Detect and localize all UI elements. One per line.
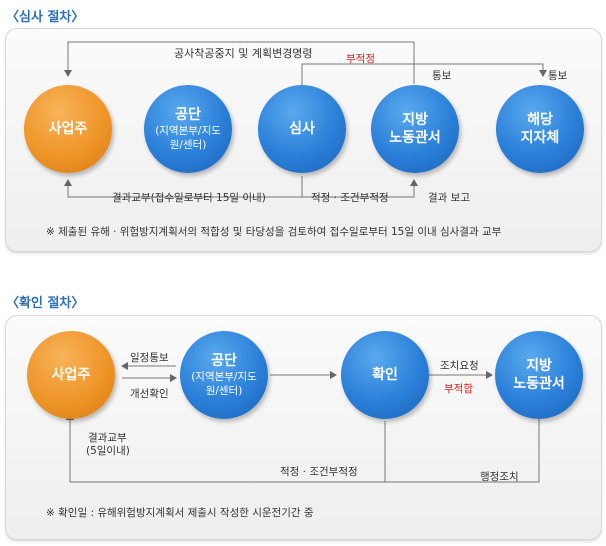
line-stop-order: [64, 41, 415, 84]
section-title-review: 〈심사 절차〉: [6, 10, 85, 25]
confirm-note: ※ 확인일 : 유해위험방지계획서 제출시 작성한 시운전기간 중: [46, 507, 314, 519]
label-result-delivery-2b: (5일이내): [86, 445, 130, 457]
label-notify-2: 통보: [548, 70, 568, 82]
line-notify-local: [301, 63, 547, 88]
label-improve-confirm: 개선확인: [130, 388, 169, 400]
label-suitable: 적정 · 조건부적정: [311, 192, 389, 204]
node-confirm-label: 확인: [372, 367, 398, 383]
line-result-report: [302, 179, 418, 198]
node-corporation: 공단 (지역본부/지도원/센터): [144, 85, 232, 173]
node-labor-office-2-line2: 노동관서: [513, 376, 565, 392]
node-labor-office: 지방 노동관서: [371, 85, 459, 173]
label-action-request: 조치요청: [440, 360, 479, 372]
node-review-label: 심사: [289, 121, 315, 137]
node-employer-2-label: 사업주: [51, 367, 91, 383]
node-labor-office-2: 지방 노동관서: [495, 331, 583, 419]
node-corporation-2-sub: (지역본부/지도원/센터): [191, 371, 257, 397]
label-result-delivery-2a: 결과교부: [88, 432, 127, 444]
label-result-delivery: 결과교부(접수일로부터 15일 이내): [112, 192, 266, 204]
label-notify-1: 통보: [432, 70, 452, 82]
node-corporation-label: 공단: [175, 107, 201, 123]
node-local-government-line1: 해당: [527, 112, 553, 128]
node-local-government: 해당 지자체: [496, 85, 584, 173]
node-corporation-2: 공단 (지역본부/지도원/센터): [180, 331, 268, 419]
label-suitable-2: 적정 · 조건부적정: [280, 466, 358, 478]
node-labor-office-line2: 노동관서: [389, 130, 441, 146]
label-unsuitable: 부적정: [346, 53, 375, 65]
node-labor-office-line1: 지방: [402, 112, 428, 128]
node-review: 심사: [258, 85, 346, 173]
label-admin-action: 행정조치: [480, 471, 519, 483]
node-confirm: 확인: [341, 331, 429, 419]
label-result-report: 결과 보고: [428, 192, 470, 204]
node-local-government-line2: 지자체: [520, 130, 560, 146]
review-note: ※ 제출된 유해 · 위험방지계획서의 적합성 및 타당성을 검토하여 접수일로…: [46, 226, 502, 238]
label-stop-order: 공사착공중지 및 계획변경명령: [174, 47, 313, 60]
label-schedule-notice: 일정통보: [130, 352, 169, 364]
node-corporation-2-label: 공단: [211, 353, 237, 369]
node-employer-label: 사업주: [48, 121, 88, 137]
node-labor-office-2-line1: 지방: [526, 358, 552, 374]
node-employer-2: 사업주: [27, 331, 115, 419]
node-employer: 사업주: [24, 85, 112, 173]
label-unsuitable-2: 부적합: [444, 383, 473, 395]
line-result-delivery: [64, 176, 303, 198]
section-title-confirm: 〈확인 절차〉: [6, 296, 85, 311]
node-corporation-sub: (지역본부/지도원/센터): [155, 125, 221, 151]
